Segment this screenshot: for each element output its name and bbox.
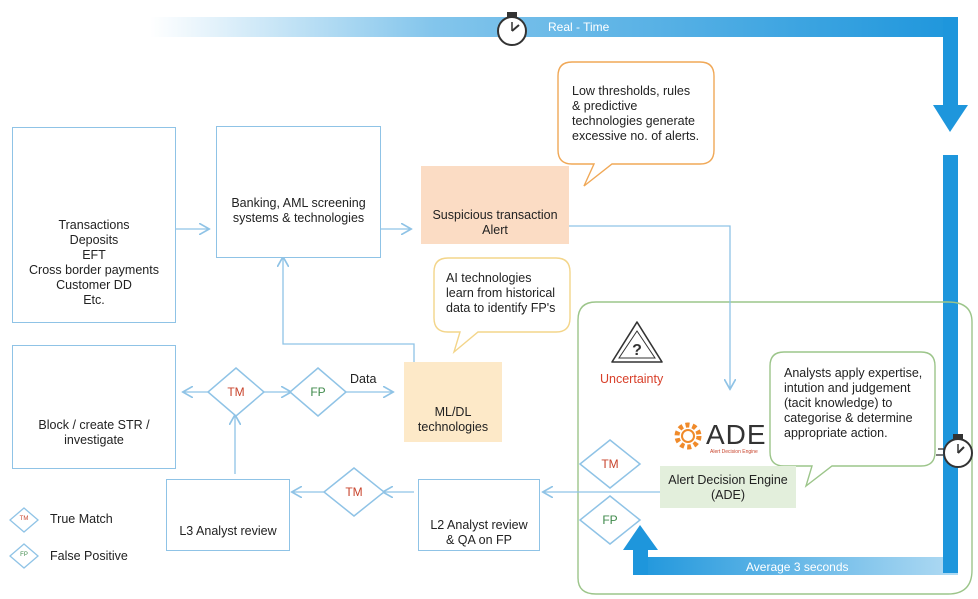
realtime-down-bar (943, 17, 958, 107)
block-box (12, 345, 176, 469)
diamond-fp-ade (578, 495, 642, 545)
ade-line: Alert Decision Engine (668, 473, 788, 487)
average-band (633, 557, 958, 575)
legend-fp-code: FP (20, 552, 28, 558)
block-text: Block / create STR / investigate (12, 418, 176, 448)
average-arrowhead (623, 525, 658, 550)
diamond-tm-bottom (322, 467, 386, 517)
alert-text: Suspicious transaction Alert (421, 208, 569, 238)
diamond-tm-top-label: TM (227, 385, 245, 399)
diamond-fp-top (288, 367, 348, 417)
ade-logo-text: ADE (706, 419, 767, 450)
warning-triangle-icon: ? (611, 321, 663, 363)
legend-tm-label: True Match (50, 512, 113, 526)
source-item: Deposits (69, 233, 119, 247)
source-item: Cross border payments (29, 263, 159, 277)
diamond-tm-top (206, 367, 266, 417)
diamond-tm-ade-label: TM (601, 457, 619, 471)
bubble-line: & predictive (572, 99, 638, 113)
ml-line: ML/DL (434, 405, 472, 419)
ade-gear-icon (674, 422, 702, 450)
data-label: Data (350, 372, 377, 386)
diamond-tm-bottom-label: TM (345, 485, 363, 499)
bubble-line: appropriate action. (784, 426, 888, 440)
bubble-line: learn from historical (446, 286, 556, 300)
bubble-analysts-text: Analysts apply expertise, intution and j… (784, 366, 922, 441)
diamond-fp-ade-label: FP (602, 513, 618, 527)
alert-line: Suspicious transaction (432, 208, 558, 222)
ade-line: (ADE) (710, 488, 746, 502)
bubble-line: Low thresholds, rules (572, 84, 691, 98)
l2-text: L2 Analyst review & QA on FP (418, 518, 540, 548)
source-item: Customer DD (56, 278, 132, 292)
average-label: Average 3 seconds (746, 560, 849, 574)
bubble-line: categorise & determine (784, 411, 913, 425)
block-line: investigate (64, 433, 124, 447)
realtime-label: Real - Time (548, 20, 610, 34)
realtime-band (150, 17, 958, 37)
stopwatch-icon-right (936, 434, 973, 468)
sources-box (12, 127, 176, 323)
legend-diamond-fp (9, 543, 39, 569)
bubble-thresholds-text: Low thresholds, rules & predictive techn… (572, 84, 699, 144)
bubble-line: AI technologies (446, 271, 532, 285)
block-line: Block / create STR / (38, 418, 150, 432)
bubble-line: Analysts apply expertise, (784, 366, 923, 380)
connector-ml-banking (283, 258, 415, 364)
source-item: Etc. (83, 293, 105, 307)
ml-line: technologies (417, 420, 489, 434)
uncertainty-region (577, 301, 973, 595)
l2-box (418, 479, 540, 551)
average-up-bar (943, 155, 958, 573)
sources-text: Transactions Deposits EFT Cross border p… (12, 218, 176, 308)
banking-line: Banking, AML screening (231, 196, 366, 210)
bubble-line: technologies generate (572, 114, 696, 128)
l2-line: & QA on FP (445, 533, 512, 547)
bubble-line: (tacit knowledge) to (784, 396, 893, 410)
diamond-tm-ade (578, 439, 642, 489)
ade-logo-subtitle: Alert Decision Engine (710, 449, 758, 455)
stopwatch-icon-top (497, 12, 527, 46)
source-item: Transactions (58, 218, 130, 232)
bubble-thresholds (557, 61, 715, 187)
legend-fp-label: False Positive (50, 549, 128, 563)
ml-text: ML/DL technologies (404, 405, 502, 435)
banking-text: Banking, AML screening systems & technol… (216, 196, 381, 226)
banking-line: systems & technologies (232, 211, 365, 225)
svg-text:?: ? (632, 342, 642, 359)
ade-box (660, 466, 796, 508)
realtime-arrowhead (933, 105, 968, 132)
connector-alert-ade (568, 225, 730, 388)
bubble-ai-text: AI technologies learn from historical da… (446, 271, 555, 316)
diamond-fp-top-label: FP (310, 385, 326, 399)
l2-line: L2 Analyst review (430, 518, 528, 532)
ml-box (404, 362, 502, 442)
l3-box (166, 479, 290, 551)
alert-line: Alert (482, 223, 508, 237)
uncertainty-label: Uncertainty (600, 372, 664, 386)
bubble-line: intution and judgement (784, 381, 911, 395)
legend-tm-code: TM (19, 516, 29, 522)
average-left-bar (633, 548, 648, 575)
legend-diamond-tm (9, 507, 39, 533)
ade-text: Alert Decision Engine (ADE) (660, 473, 796, 503)
bubble-line: data to identify FP's (446, 301, 556, 315)
banking-box (216, 126, 381, 258)
bubble-ai (433, 257, 571, 355)
bubble-line: excessive no. of alerts. (572, 129, 700, 143)
l3-label: L3 Analyst review (179, 524, 277, 538)
alert-box (421, 166, 569, 244)
source-item: EFT (82, 248, 106, 262)
bubble-analysts (769, 351, 936, 488)
